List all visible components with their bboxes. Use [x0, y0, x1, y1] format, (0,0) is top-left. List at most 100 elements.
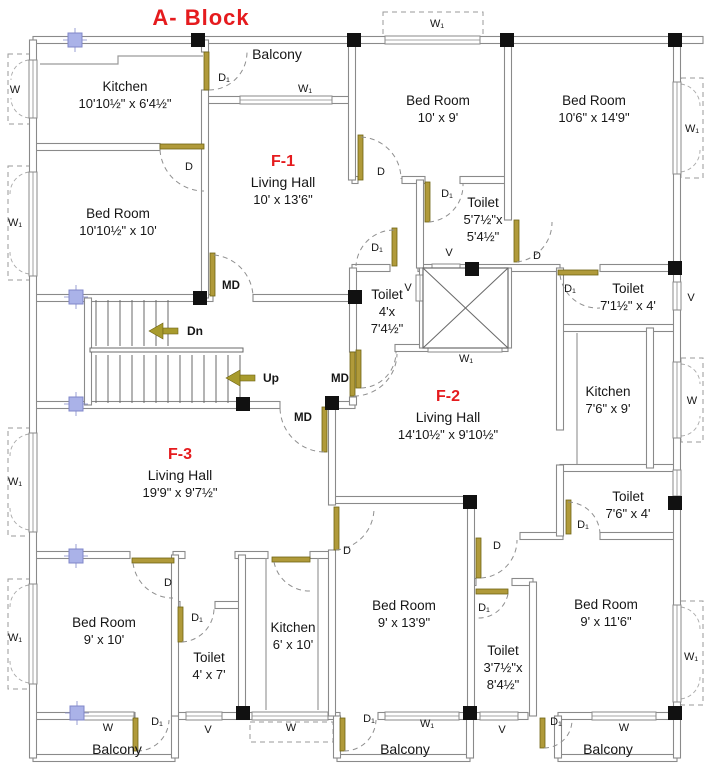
door-leaf	[339, 717, 346, 752]
room-dims-label: 6' x 10'	[273, 637, 313, 652]
door-tag: D₁	[441, 188, 453, 200]
stair-divider	[89, 347, 244, 353]
door-leaf	[475, 537, 482, 579]
room-dims-label: 8'4½"	[487, 677, 520, 692]
door-swing-arc	[360, 136, 402, 180]
door-swing-arc	[273, 561, 311, 592]
room-name-label: Toilet	[612, 489, 644, 504]
room-name-label: Bed Room	[72, 615, 136, 630]
room-dims-label: 10'10½" x 6'4½"	[79, 96, 172, 111]
door-leaf	[424, 181, 431, 223]
door-leaf	[131, 557, 175, 564]
counter-line	[40, 55, 203, 65]
main-door-tag: MD	[222, 280, 240, 292]
door-leaf	[475, 588, 509, 595]
room-dims-label: 9' x 11'6"	[580, 614, 632, 629]
door-leaf	[177, 606, 184, 643]
balcony-label: Balcony	[380, 741, 430, 757]
window-tag: W₁	[684, 651, 698, 663]
casement-arc	[680, 415, 701, 437]
column-purple	[67, 32, 83, 48]
wall	[214, 600, 243, 610]
room-name-label: Toilet	[612, 281, 644, 296]
room-name-label: Toilet	[371, 287, 403, 302]
door-swing-arc	[516, 221, 553, 263]
door-swing-arc	[559, 274, 601, 309]
door-tag: D₁	[550, 716, 562, 728]
column-black	[463, 706, 477, 720]
door-leaf	[557, 269, 599, 276]
door-swing-arc	[360, 351, 397, 389]
door-tag: D₁	[564, 283, 576, 295]
room-dims-label: 9' x 10'	[84, 632, 124, 647]
shaft-cross	[422, 267, 509, 349]
wall	[170, 715, 180, 759]
door-leaf	[357, 134, 364, 181]
window-tag: W₁	[685, 123, 699, 135]
window-tag: W	[619, 722, 630, 734]
door-tag: D₁	[371, 242, 383, 254]
window-tag: V	[498, 724, 506, 736]
window-tag: V	[445, 247, 453, 259]
kitchen-counters	[40, 55, 578, 710]
room-dims-label: 7'6" x 9'	[586, 401, 631, 416]
wall	[237, 554, 247, 717]
wall	[332, 715, 342, 759]
room-dims-label: 10'10½" x 10'	[79, 223, 157, 238]
room-dims-label: 5'7½"x	[464, 212, 503, 227]
wall	[401, 175, 426, 185]
wall	[528, 581, 538, 717]
door-swing-arc	[159, 149, 205, 192]
door-swing-arc	[353, 353, 398, 397]
flat-id-label: F-2	[436, 388, 460, 405]
room-name-label: Kitchen	[585, 384, 630, 399]
wall	[561, 323, 678, 333]
column-black	[668, 33, 682, 47]
room-name-label: Kitchen	[270, 620, 315, 635]
room-name-label: Bed Room	[562, 93, 626, 108]
casement-arc	[9, 584, 30, 608]
door-swing-arc	[428, 183, 464, 223]
window-tag: W₁	[459, 353, 473, 365]
flat-room-label: Living Hall	[416, 409, 481, 425]
door-swing-arc	[355, 229, 395, 267]
wall	[347, 39, 357, 181]
room-name-label: Bed Room	[406, 93, 470, 108]
columns-layer	[63, 28, 682, 725]
wall	[32, 142, 161, 152]
wall	[170, 554, 180, 717]
doors-layer	[131, 51, 601, 752]
wall	[466, 499, 476, 717]
room-dims-label: 7'6" x 4'	[606, 506, 651, 521]
walls-layer	[28, 35, 704, 763]
room-name-label: Bed Room	[372, 598, 436, 613]
door-leaf	[513, 219, 520, 263]
window-tag: W	[10, 84, 21, 96]
door-tag: D	[185, 161, 193, 173]
window-tag: W	[687, 395, 698, 407]
wall	[32, 293, 214, 303]
door-tag: D	[493, 540, 501, 552]
wall	[327, 549, 337, 717]
column-black	[463, 495, 477, 509]
window-tag: W	[103, 722, 114, 734]
door-tag: D₁	[191, 612, 203, 624]
door-leaf	[565, 499, 572, 535]
duct-shaft	[422, 267, 509, 349]
door-tag: D₁	[363, 713, 375, 725]
column-purple	[68, 548, 84, 564]
door-tag: D₁	[151, 716, 163, 728]
door-tag: D₁	[218, 72, 230, 84]
room-name-label: Toilet	[487, 643, 519, 658]
flat-dims-label: 14'10½" x 9'10½"	[398, 427, 499, 442]
room-dims-label: 7'4½"	[371, 321, 404, 336]
column-black	[668, 496, 682, 510]
room-dims-label: 9' x 13'9"	[378, 615, 431, 630]
balcony-label: Balcony	[92, 741, 142, 757]
window-tag: W₁	[430, 18, 444, 30]
wall	[351, 263, 391, 273]
column-black	[465, 262, 479, 276]
door-leaf	[321, 406, 328, 453]
